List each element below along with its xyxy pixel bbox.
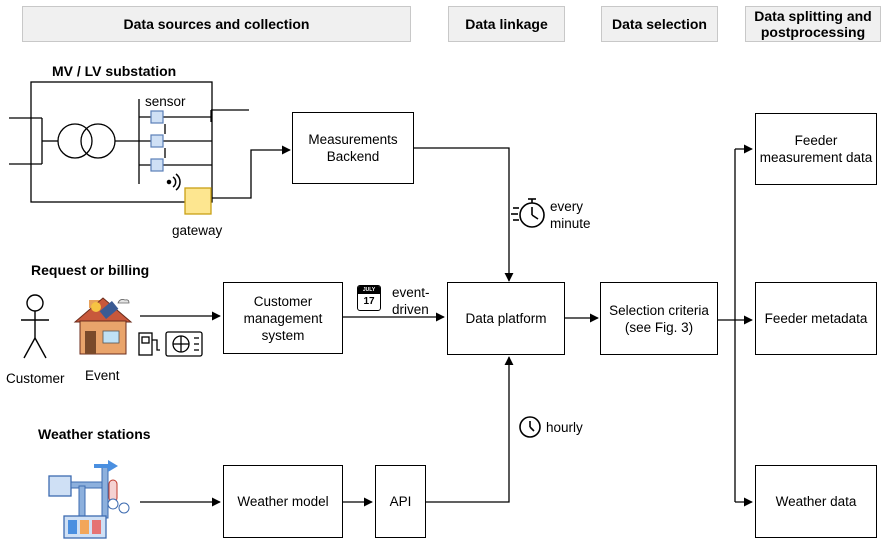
gateway-label: gateway [172, 223, 223, 238]
header-data-sources: Data sources and collection [22, 6, 411, 42]
feeder-metadata-box: Feeder metadata [755, 282, 877, 355]
event-driven-label: event-driven [392, 285, 430, 317]
customer-label: Customer [6, 371, 65, 386]
wireless-signal-icon [166, 173, 181, 191]
substation-enclosure [30, 81, 213, 203]
lv-busbar [138, 99, 212, 184]
weather-station-icon [48, 460, 130, 539]
api-box: API [375, 465, 426, 538]
connector-backend-platform [414, 147, 514, 282]
hourly-label: hourly [546, 420, 583, 435]
gateway-icon [184, 187, 212, 215]
stopwatch-icon [511, 198, 545, 228]
weather-model-box: Weather model [223, 465, 343, 538]
section-request-billing: Request or billing [31, 262, 150, 278]
connector-gateway-backend [212, 145, 291, 199]
customer-management-box: Customer management system [223, 282, 343, 354]
customer-icon [21, 294, 49, 359]
header-data-selection: Data selection [601, 6, 718, 42]
every-minute-label: every minute [550, 199, 591, 231]
section-substation: MV / LV substation [52, 63, 177, 79]
sensor-label: sensor [145, 94, 186, 109]
calendar-day: 17 [363, 296, 375, 307]
clock-icon [519, 416, 541, 438]
calendar-icon: JULY 17 [357, 285, 381, 311]
data-platform-box: Data platform [447, 282, 565, 355]
header-data-linkage: Data linkage [448, 6, 565, 42]
calendar-month: JULY [358, 286, 380, 294]
header-data-splitting: Data splitting and postprocessing [745, 6, 881, 42]
selection-criteria-box: Selection criteria (see Fig. 3) [600, 282, 718, 355]
event-label: Event [85, 368, 120, 383]
connector-api-platform [426, 356, 514, 503]
ev-charger-icon [138, 332, 160, 356]
weather-data-box: Weather data [755, 465, 877, 538]
mv-feeder-lines [9, 117, 58, 165]
section-weather-stations: Weather stations [38, 426, 151, 442]
feeder-measurement-box: Feeder measurement data [755, 113, 877, 185]
house-icon [73, 297, 133, 355]
connector-selection-split [718, 144, 753, 507]
heat-pump-icon [165, 331, 203, 357]
sensor-icons [150, 110, 164, 172]
measurements-backend-box: Measurements Backend [292, 112, 414, 184]
transformer-icon [57, 123, 139, 159]
